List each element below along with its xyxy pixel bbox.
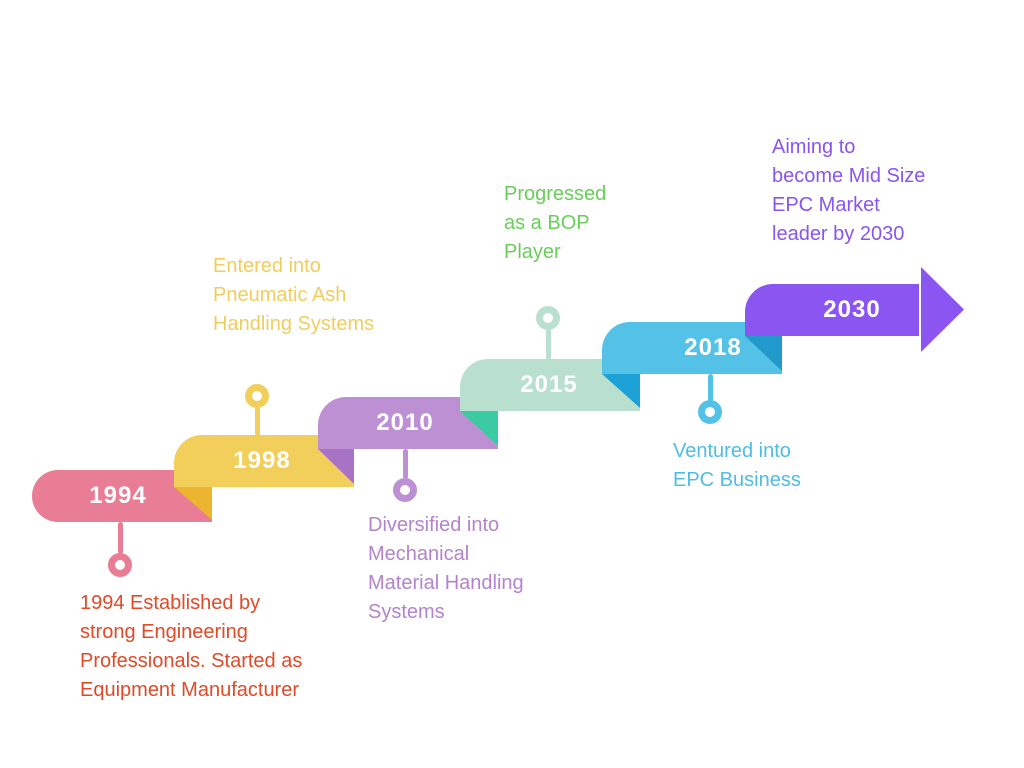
pin-stem-2015: [546, 329, 551, 360]
year-label-2010: 2010: [376, 409, 434, 436]
pin-stem-2010: [403, 449, 408, 479]
year-label-1998: 1998: [233, 447, 291, 474]
milestone-note-2015: Progressed as a BOP Player: [504, 183, 607, 263]
pin-ring-2015: [536, 306, 560, 330]
year-label-1994: 1994: [89, 482, 147, 509]
milestone-note-2010: Diversified into Mechanical Material Han…: [368, 514, 524, 623]
pin-stem-1998: [255, 407, 260, 436]
year-label-2030: 2030: [823, 296, 881, 323]
pin-ring-1994: [108, 553, 132, 577]
milestone-note-1998: Entered into Pneumatic Ash Handling Syst…: [213, 255, 375, 335]
milestone-note-1994: 1994 Established by strong Engineering P…: [80, 592, 303, 701]
arrow-head-icon: [921, 267, 964, 352]
milestone-note-2030: Aiming to become Mid Size EPC Market lea…: [772, 136, 926, 245]
pin-stem-2018: [708, 374, 713, 402]
year-label-2015: 2015: [520, 371, 578, 398]
year-label-2018: 2018: [684, 334, 742, 361]
pin-ring-2018: [698, 400, 722, 424]
timeline-ribbon-2030: [745, 284, 919, 336]
pin-stem-1994: [118, 522, 123, 554]
milestone-note-2018: Ventured into EPC Business: [673, 440, 801, 491]
pin-ring-2010: [393, 478, 417, 502]
pin-ring-1998: [245, 384, 269, 408]
